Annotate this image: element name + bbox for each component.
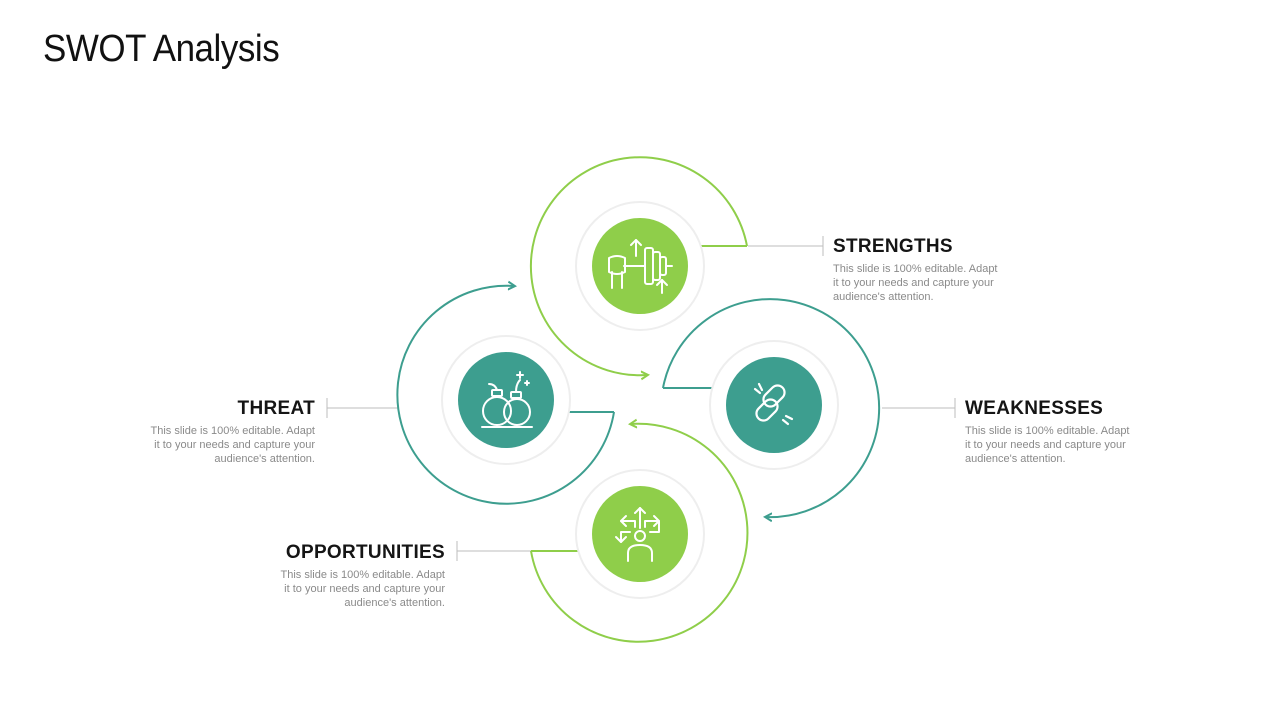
weaknesses-arc <box>662 298 881 517</box>
page-title: SWOT Analysis <box>43 28 280 70</box>
opportunities-arc <box>530 424 749 643</box>
threat-label: THREAT <box>237 398 315 419</box>
threat-description: This slide is 100% editable. Adapt it to… <box>150 425 316 465</box>
opportunities-description: This slide is 100% editable. Adapt it to… <box>280 569 446 609</box>
connector-lines <box>326 236 956 561</box>
dumbbell-icon <box>608 239 673 294</box>
weaknesses-label: WEAKNESSES <box>965 398 1104 419</box>
threat-arc <box>396 286 615 505</box>
broken-chain-icon <box>753 382 794 426</box>
bombs-icon <box>481 371 533 428</box>
weaknesses-description: This slide is 100% editable. Adapt it to… <box>965 425 1130 465</box>
opportunities-circle <box>592 486 688 582</box>
person-arrows-icon <box>615 507 660 562</box>
strengths-description: This slide is 100% editable. Adapt it to… <box>833 263 998 303</box>
strengths-label: STRENGTHS <box>833 236 953 257</box>
opportunities-label: OPPORTUNITIES <box>285 542 445 563</box>
strengths-arc <box>529 156 748 375</box>
